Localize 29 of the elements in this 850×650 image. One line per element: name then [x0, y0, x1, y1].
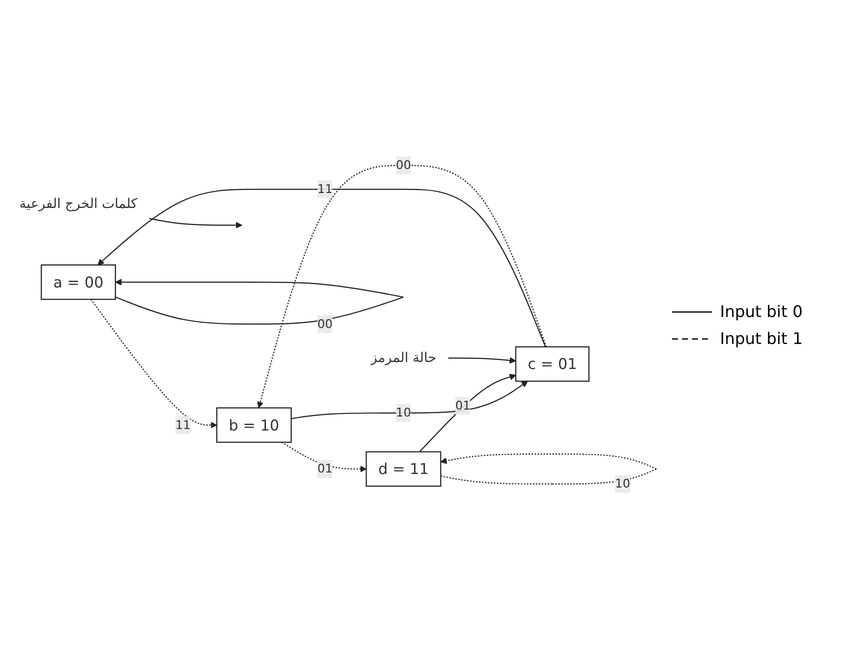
state-box: [366, 452, 442, 488]
transition-arrow: [97, 189, 546, 348]
transition-arrow: [419, 374, 516, 452]
state-label: a = 00: [53, 272, 104, 294]
transition-arrow: [257, 165, 547, 408]
transition-arrow: [90, 299, 218, 429]
edge-label: 00: [317, 315, 333, 334]
edge-label: 01: [317, 460, 333, 478]
edge-label: 10: [615, 475, 630, 494]
arrow: [440, 454, 657, 485]
transition-arrow: [281, 442, 367, 473]
transition-arrow: [291, 381, 528, 420]
state-box: [515, 346, 590, 382]
leader-arrow: [149, 218, 242, 229]
arrow: [115, 279, 404, 325]
state-label: c = 01: [528, 354, 577, 376]
edge-label: 01: [455, 397, 471, 416]
state-box: [40, 264, 116, 300]
edge-label: 11: [175, 416, 191, 434]
edge-label: 11: [317, 180, 333, 199]
state-box: [216, 408, 292, 444]
state-label: d = 11: [378, 459, 429, 480]
edge-label: 00: [396, 156, 412, 175]
transition-arrow: [448, 357, 516, 364]
edge-label: 10: [396, 404, 412, 422]
legend-label: Input bit 1: [720, 329, 803, 348]
state-label: b = 10: [228, 415, 280, 436]
legend-label: Input bit 0: [720, 302, 803, 321]
annotation-text: كلمات الخرج الفرعية: [19, 196, 138, 212]
